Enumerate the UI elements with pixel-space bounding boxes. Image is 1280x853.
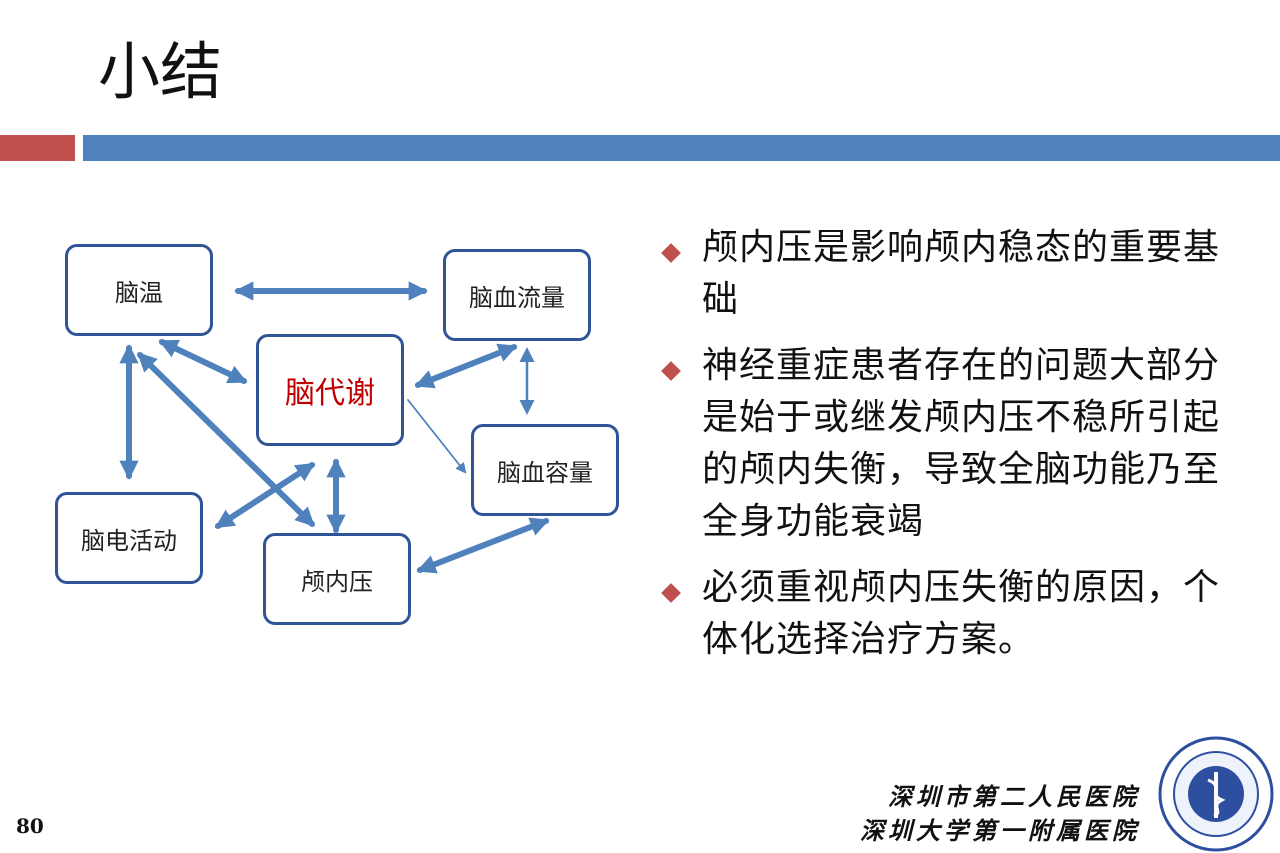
diamond-bullet-icon xyxy=(661,583,681,603)
hospital-name-line-1: 深圳市第二人民医院 xyxy=(888,782,1140,811)
bullet-list: 颅内压是影响颅内稳态的重要基础 神经重症患者存在的问题大部分是始于或继发颅内压不… xyxy=(660,222,1250,680)
node-brain-electrical-activity: 脑电活动 xyxy=(55,492,203,584)
bullet-text: 颅内压是影响颅内稳态的重要基础 xyxy=(702,227,1221,320)
hospital-name-line-2: 深圳大学第一附属医院 xyxy=(860,816,1140,845)
node-intracranial-pressure: 颅内压 xyxy=(263,533,411,625)
arrow-cbf-metabolism xyxy=(414,343,518,389)
arrow-icp-cbv xyxy=(416,517,550,574)
title-underline-blue xyxy=(83,135,1280,161)
arrow-metabolism-cbv xyxy=(407,399,467,474)
bullet-item: 神经重症患者存在的问题大部分是始于或继发颅内压不稳所引起的颅内失衡，导致全脑功能… xyxy=(660,340,1250,548)
slide-title: 小结 xyxy=(98,35,223,108)
node-brain-metabolism: 脑代谢 xyxy=(256,334,404,446)
arrow-eeg-to-metabolism xyxy=(214,462,316,529)
relationship-diagram: 脑温 脑血流量 脑代谢 脑血容量 脑电活动 颅内压 xyxy=(0,0,640,700)
bullet-item: 颅内压是影响颅内稳态的重要基础 xyxy=(660,222,1250,326)
title-underline-red xyxy=(0,135,75,161)
page-number: 80 xyxy=(16,814,44,838)
diagram-arrows xyxy=(119,281,550,574)
bullet-text: 神经重症患者存在的问题大部分是始于或继发颅内压不稳所引起的颅内失衡，导致全脑功能… xyxy=(702,345,1221,542)
hospital-seal-icon xyxy=(1158,736,1274,852)
hospital-names: 深圳市第二人民医院 深圳大学第一附属医院 xyxy=(850,780,1140,848)
node-cerebral-blood-flow: 脑血流量 xyxy=(443,249,591,341)
diamond-bullet-icon xyxy=(661,243,681,263)
arrow-temp-metabolism xyxy=(158,339,248,384)
node-cerebral-blood-volume: 脑血容量 xyxy=(471,424,619,516)
diamond-bullet-icon xyxy=(661,361,681,381)
node-brain-temperature: 脑温 xyxy=(65,244,213,336)
bullet-item: 必须重视颅内压失衡的原因，个体化选择治疗方案。 xyxy=(660,562,1250,666)
bullet-text: 必须重视颅内压失衡的原因，个体化选择治疗方案。 xyxy=(702,567,1221,660)
